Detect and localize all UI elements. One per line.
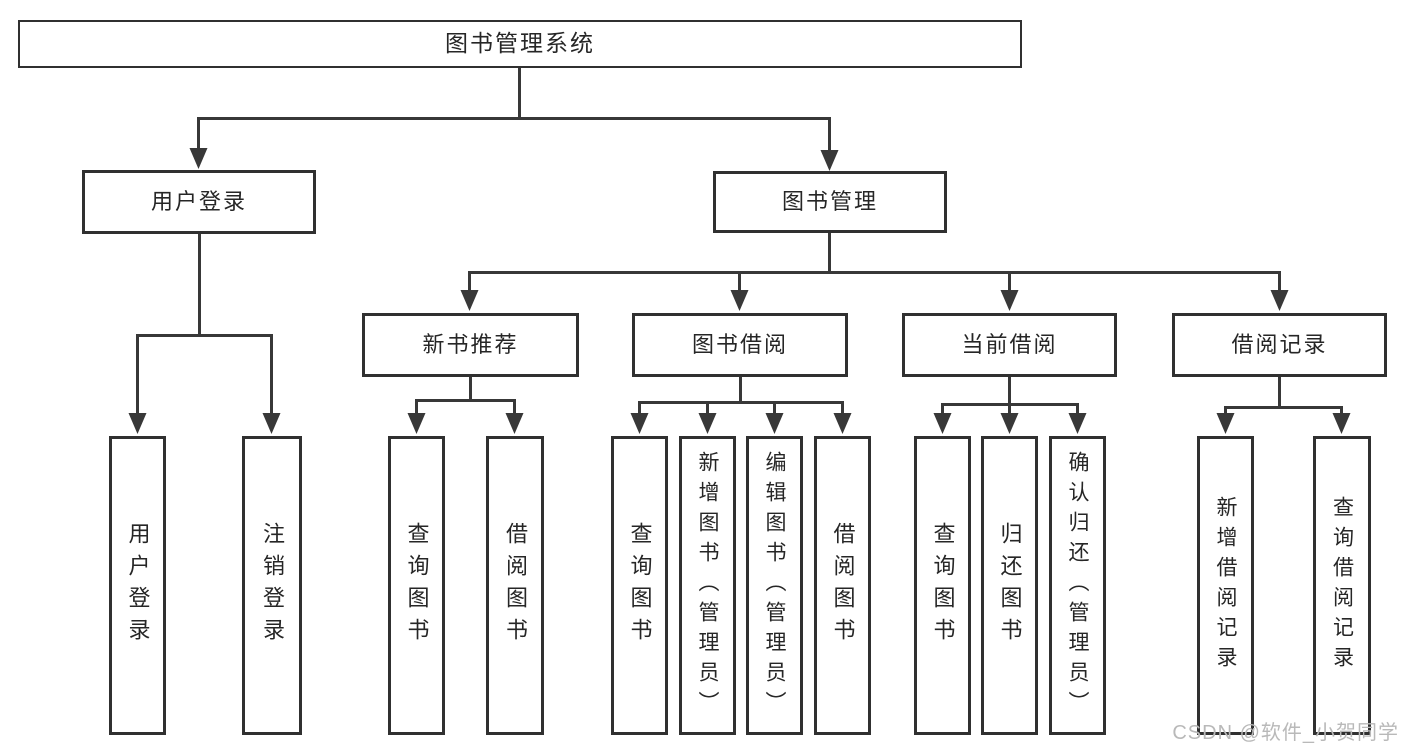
node-current-borrow: 当前借阅: [902, 313, 1117, 377]
leaf-record-query-borrow-record: 查询借阅记录: [1313, 436, 1371, 735]
leaf-current-query-books: 查询图书: [914, 436, 971, 735]
leaf-borrow-edit-books-admin: 编辑图书（管理员）: [746, 436, 803, 735]
leaf-borrow-add-books-admin: 新增图书（管理员）: [679, 436, 736, 735]
connector-book-borrow-split: [638, 377, 844, 416]
leaf-logout: 注销登录: [242, 436, 302, 735]
leaf-rec-borrow-books: 借阅图书: [486, 436, 544, 735]
leaf-user-login: 用户登录: [109, 436, 166, 735]
connector-book-mgmt-split: [468, 233, 1281, 294]
leaf-current-return-books: 归还图书: [981, 436, 1038, 735]
node-user-login: 用户登录: [82, 170, 316, 234]
leaf-borrow-borrow-books: 借阅图书: [814, 436, 871, 735]
leaf-borrow-query-books: 查询图书: [611, 436, 668, 735]
connector-borrow-record-split: [1224, 376, 1343, 416]
csdn-watermark: CSDN @软件_小贺同学: [1172, 722, 1399, 744]
connector-current-borrow-split: [941, 377, 1079, 416]
connector-new-book-split: [415, 377, 516, 416]
connector-user-login-split: [136, 234, 273, 416]
node-book-management: 图书管理: [713, 171, 947, 233]
leaf-current-confirm-return-admin: 确认归还（管理员）: [1049, 436, 1106, 735]
leaf-rec-query-books: 查询图书: [388, 436, 445, 735]
node-library-management-system: 图书管理系统: [18, 20, 1022, 68]
node-borrow-record: 借阅记录: [1172, 313, 1387, 377]
node-book-borrow: 图书借阅: [632, 313, 848, 377]
leaf-record-add-borrow-record: 新增借阅记录: [1197, 436, 1254, 735]
node-new-book-recommend: 新书推荐: [362, 313, 579, 377]
connector-root-split: [197, 68, 831, 154]
